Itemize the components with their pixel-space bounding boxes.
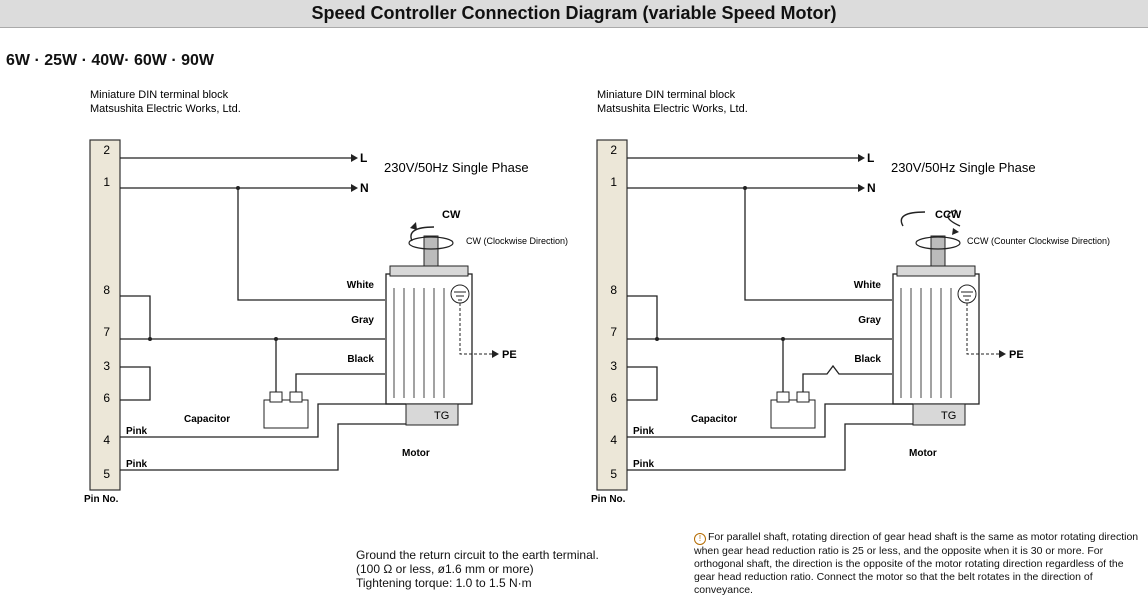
wire-black: Black [347, 354, 374, 365]
capacitor-label: Capacitor [691, 414, 737, 425]
wire-white: White [854, 280, 882, 291]
wire-pink: Pink [633, 426, 655, 437]
wire-white: White [347, 280, 375, 291]
wire-pink: Pink [633, 459, 655, 470]
direction-code: CW [442, 209, 461, 221]
pin-label: 2 [103, 143, 110, 157]
direction-text: CW (Clockwise Direction) [466, 236, 568, 246]
pin-label: 3 [103, 359, 110, 373]
line-l-label: L [360, 151, 367, 165]
pin-label: 6 [103, 391, 110, 405]
pin-label: 8 [610, 283, 617, 297]
diagram-cw: 2 1 8 7 3 6 4 5 Miniature DIN terminal b… [84, 89, 568, 505]
supply-label: 230V/50Hz Single Phase [384, 160, 529, 175]
pin-label: 5 [610, 467, 617, 481]
motor-label: Motor [909, 448, 937, 459]
tg-label: TG [434, 410, 449, 422]
pe-label: PE [1009, 349, 1024, 361]
wire-pink: Pink [126, 459, 148, 470]
ground-note: Ground the return circuit to the earth t… [356, 548, 616, 590]
pin-label: 1 [610, 175, 617, 189]
pe-label: PE [502, 349, 517, 361]
pin-label: 1 [103, 175, 110, 189]
motor-label: Motor [402, 448, 430, 459]
pin-label: 4 [610, 433, 617, 447]
terminal-header-2: Matsushita Electric Works, Ltd. [597, 103, 748, 115]
footnote: !For parallel shaft, rotating direction … [694, 531, 1144, 597]
tg-label: TG [941, 410, 956, 422]
wire-gray: Gray [858, 315, 881, 326]
pin-label: 6 [610, 391, 617, 405]
capacitor-label: Capacitor [184, 414, 230, 425]
line-n-label: N [360, 181, 369, 195]
pin-label: 4 [103, 433, 110, 447]
supply-label: 230V/50Hz Single Phase [891, 160, 1036, 175]
wire-black: Black [854, 354, 881, 365]
pin-label: 7 [103, 325, 110, 339]
pin-no-label: Pin No. [84, 494, 119, 505]
line-n-label: N [867, 181, 876, 195]
pin-label: 8 [103, 283, 110, 297]
pin-label: 7 [610, 325, 617, 339]
footnote-text: For parallel shaft, rotating direction o… [694, 531, 1139, 596]
wattage-subtitle: 6W · 25W · 40W· 60W · 90W [6, 52, 215, 69]
ground-note-line: Tightening torque: 1.0 to 1.5 N·m [356, 576, 532, 590]
diagram-ccw: 2 1 8 7 3 6 4 5 Miniature DIN terminal b… [591, 89, 1110, 505]
terminal-header-1: Miniature DIN terminal block [597, 89, 736, 101]
direction-text: CCW (Counter Clockwise Direction) [967, 236, 1110, 246]
pin-no-label: Pin No. [591, 494, 626, 505]
pin-label: 5 [103, 467, 110, 481]
pin-label: 3 [610, 359, 617, 373]
line-l-label: L [867, 151, 874, 165]
lightbulb-icon: ! [694, 533, 706, 545]
ground-note-line: (100 Ω or less, ø1.6 mm or more) [356, 562, 534, 576]
terminal-header-2: Matsushita Electric Works, Ltd. [90, 103, 241, 115]
wire-gray: Gray [351, 315, 374, 326]
terminal-header-1: Miniature DIN terminal block [90, 89, 229, 101]
wire-pink: Pink [126, 426, 148, 437]
pin-label: 2 [610, 143, 617, 157]
ground-note-line: Ground the return circuit to the earth t… [356, 548, 599, 562]
page-title: Speed Controller Connection Diagram (var… [0, 0, 1148, 28]
